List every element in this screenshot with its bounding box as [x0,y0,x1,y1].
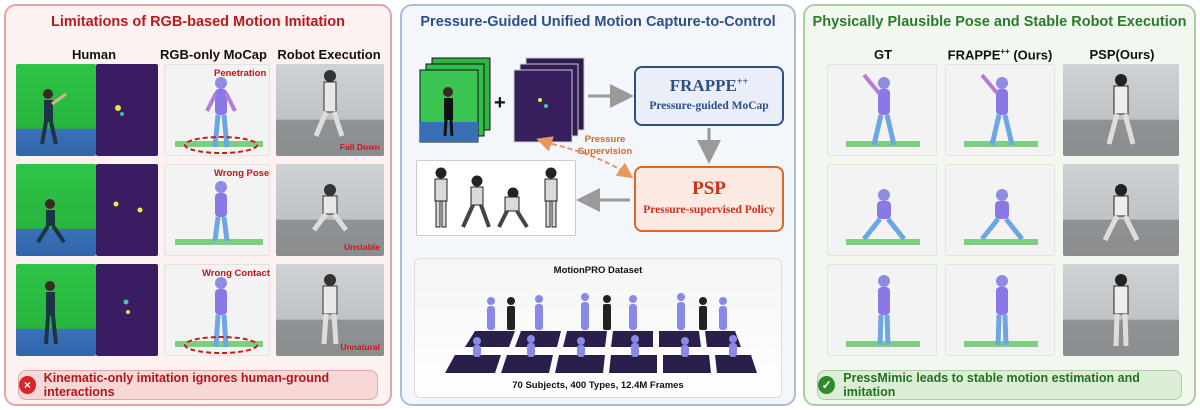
middle-panel-title: Pressure-Guided Unified Motion Capture-t… [420,14,776,30]
psp-robot-photo-3 [1063,264,1179,356]
gt-mesh-3 [827,264,937,356]
limitation-note: × Kinematic-only imitation ignores human… [18,370,378,400]
pipeline-panel: Pressure-Guided Unified Motion Capture-t… [400,4,796,406]
limitations-panel: Limitations of RGB-based Motion Imitatio… [4,4,392,406]
col-frappe-header: FRAPPE++ (Ours) [947,47,1053,63]
robot-poses-illustration [434,167,558,229]
pressure-map-2 [96,164,158,256]
check-icon: ✓ [818,376,836,394]
psp-subtitle: Pressure-supervised Policy [643,204,775,216]
robot-photo-3: Unnatural [276,264,384,356]
pressure-map-3 [96,264,158,356]
flow-arrows [536,84,721,212]
human-figure-1 [40,89,67,145]
frappe-title: FRAPPE++ [669,76,749,95]
plus-sign: + [494,92,506,114]
motionpro-dataset-panel: MotionPRO Dataset [414,258,782,398]
result-note: ✓ PressMimic leads to stable motion esti… [817,370,1182,400]
col-psp-header: PSP(Ours) [1089,47,1155,62]
rgb-frames-stack [419,57,491,143]
limitation-note-text: Kinematic-only imitation ignores human-g… [43,371,330,399]
wrong-contact-label: Wrong Contact [202,268,270,279]
col-gt-header: GT [873,47,893,62]
results-panel: Physically Plausible Pose and Stable Rob… [803,4,1196,406]
fall-down-label: Fall Down [339,142,380,152]
frappe-subtitle: Pressure-guided MoCap [649,100,769,112]
error-x-icon: × [19,376,36,394]
dataset-title: MotionPRO Dataset [553,265,643,276]
psp-title: PSP [692,178,726,199]
frappe-module-box: FRAPPE++ Pressure-guided MoCap [634,66,784,126]
robot-photo-2: Unstable [276,164,384,256]
dataset-mosaic [445,293,757,373]
mocap-mesh-2 [164,164,270,256]
frappe-mesh-1 [945,64,1055,156]
frappe-mesh-3 [945,264,1055,356]
psp-robot-photo-2 [1063,164,1179,256]
col-human-header: Human [71,47,117,62]
unstable-label: Unstable [344,242,380,252]
human-photo-2 [16,164,96,256]
pressure-frames-stack [513,57,585,143]
wrong-pose-label: Wrong Pose [214,168,270,179]
robot-poses-panel [416,160,576,236]
pressure-supervision-label: Pressure Supervision [570,134,640,158]
right-panel-title: Physically Plausible Pose and Stable Rob… [812,14,1187,30]
pressure-label-line1: Pressure [584,134,626,145]
human-photo-3 [16,264,96,356]
robot-photo-1: Fall Down [276,64,384,156]
col-robot-header: Robot Execution [277,47,381,62]
penetration-label: Penetration [214,68,267,79]
psp-robot-photo-1 [1063,64,1179,156]
result-note-text: PressMimic leads to stable motion estima… [843,371,1140,399]
human-photo-1 [16,64,96,156]
dataset-stats: 70 Subjects, 400 Types, 12.4M Frames [512,380,684,391]
mocap-mesh-3 [164,264,270,356]
psp-module-box: PSP Pressure-supervised Policy [634,166,784,232]
frappe-mesh-2 [945,164,1055,256]
mocap-mesh-1 [164,64,270,156]
pressure-map-1 [96,64,158,156]
gt-mesh-1 [827,64,937,156]
pressure-label-line2: Supervision [577,146,633,157]
left-panel-title: Limitations of RGB-based Motion Imitatio… [50,14,345,30]
col-mocap-header: RGB-only MoCap [160,47,267,62]
unnatural-label: Unnatural [340,342,380,352]
gt-mesh-2 [827,164,937,256]
